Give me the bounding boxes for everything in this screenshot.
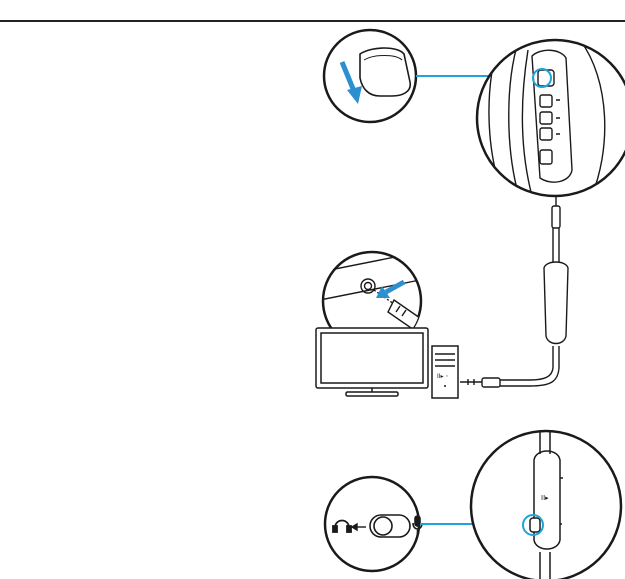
audio-plug [482, 378, 500, 387]
computer-tower: II▸ ◦ [432, 346, 458, 398]
earcup-circle [477, 40, 625, 196]
audio-cable [460, 195, 568, 387]
step-1-illustration [324, 30, 625, 200]
monitor [316, 328, 428, 396]
inline-control-circle [471, 431, 621, 579]
inline-control-body [544, 262, 568, 344]
tower-play-pause-icon: II▸ ◦ [437, 373, 449, 380]
inline-play-pause-icon: II▸ [541, 494, 549, 502]
step-3-illustration: II▸ [325, 420, 621, 579]
step-2-illustration: II▸ ◦ [316, 252, 458, 398]
mic-mute-switch [370, 515, 410, 537]
